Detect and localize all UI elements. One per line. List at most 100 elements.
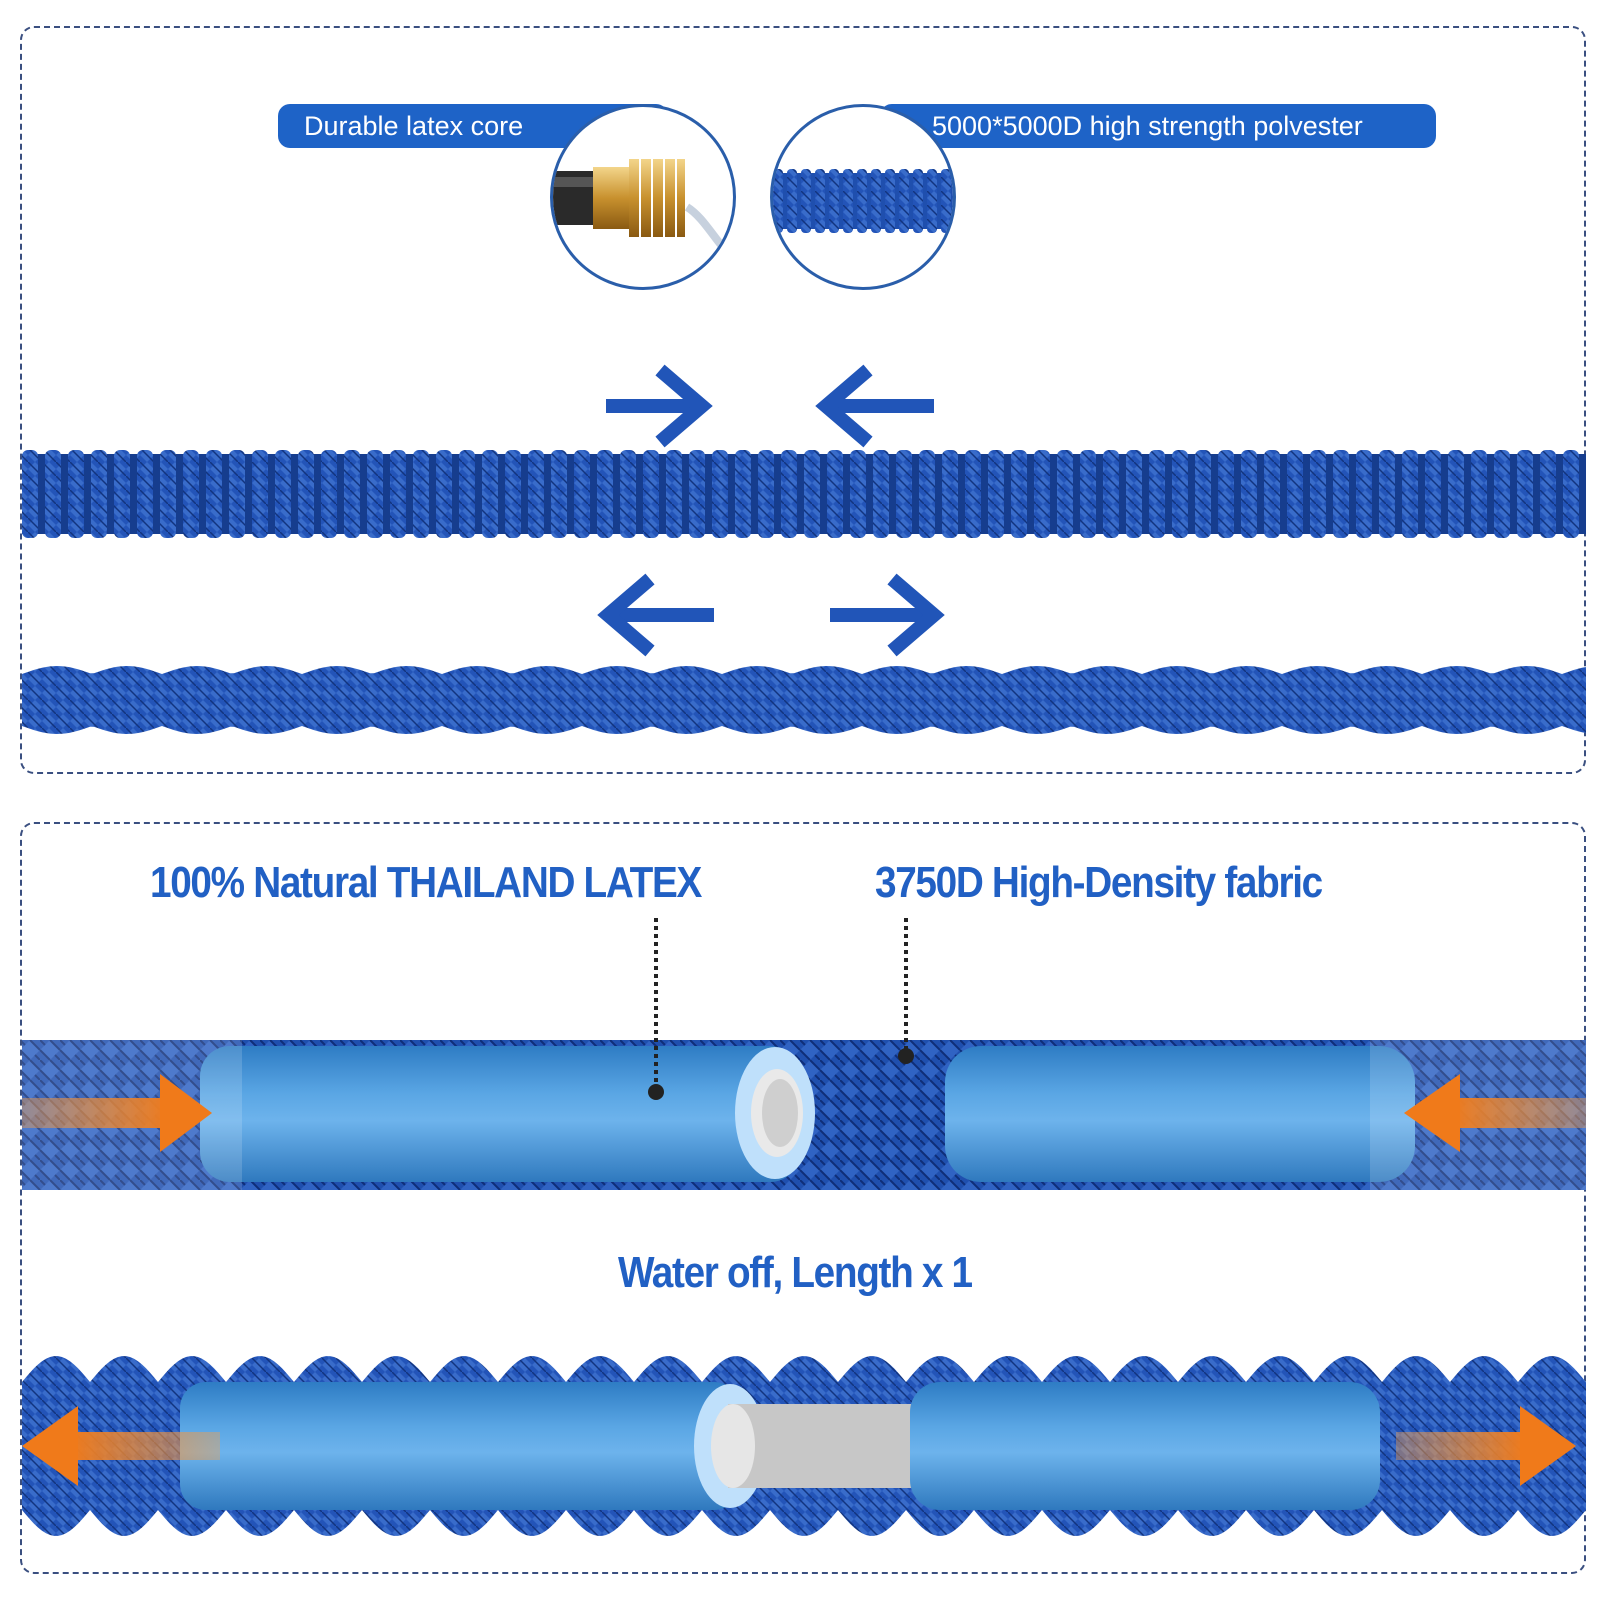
hose-rib — [919, 450, 935, 538]
hose-rib — [1218, 450, 1234, 538]
hose-rib — [68, 450, 84, 538]
leader-latex — [648, 918, 664, 1100]
hose-rib — [1126, 450, 1142, 538]
hose-rib — [1517, 450, 1533, 538]
hose-rib — [1333, 450, 1349, 538]
hose-rib — [206, 450, 222, 538]
label-natural-latex: 100% Natural THAILAND LATEX — [150, 858, 702, 907]
hose-rib — [712, 450, 728, 538]
hose-rib — [1356, 450, 1372, 538]
hose-rib — [827, 450, 843, 538]
hose-rib — [1264, 450, 1280, 538]
orange-arrow-icon-left — [1404, 1074, 1586, 1152]
hose-rib — [367, 450, 383, 538]
orange-arrow-icon-right-2 — [1396, 1406, 1576, 1486]
hose-rib — [666, 450, 682, 538]
latex-core-detail — [550, 104, 736, 290]
hose-rib — [436, 450, 452, 538]
callout-latex-core-text: Durable latex core — [304, 111, 524, 141]
hose-rib — [1402, 450, 1418, 538]
hose-rib — [1494, 450, 1510, 538]
extended-hose — [22, 666, 1586, 734]
hose-rib — [482, 450, 498, 538]
hose-rib — [850, 450, 866, 538]
swatch-rib — [871, 169, 881, 233]
arrow-icon-right-2 — [830, 573, 945, 657]
hose-rib — [896, 450, 912, 538]
hose-rib — [183, 450, 199, 538]
swatch-rib — [773, 169, 783, 233]
hose-rib — [1149, 450, 1165, 538]
hose-rib — [1034, 450, 1050, 538]
hose-rib — [781, 450, 797, 538]
hose-rib — [1310, 450, 1326, 538]
orange-arrow-icon-right — [22, 1074, 212, 1152]
callout-latex-core: Durable latex core — [278, 104, 668, 148]
hose-rib — [873, 450, 889, 538]
hose-rib — [505, 450, 521, 538]
callout-polyester: 5000*5000D high strength polvester — [880, 104, 1436, 148]
hose-rib — [1195, 450, 1211, 538]
hose-rib — [275, 450, 291, 538]
hose-rib — [643, 450, 659, 538]
hose-rib — [942, 450, 958, 538]
swatch-rib — [941, 169, 951, 233]
arrow-icon-right-1 — [606, 364, 713, 448]
hose-rib — [298, 450, 314, 538]
label-water-off: Water off, Length x 1 — [618, 1248, 973, 1297]
hose-rib — [114, 450, 130, 538]
hose-rib — [965, 450, 981, 538]
hose-rib — [252, 450, 268, 538]
hose-rib — [459, 450, 475, 538]
leader-fabric — [898, 918, 914, 1064]
water-off-hose — [22, 1356, 1586, 1536]
orange-arrow-icon-left-2 — [22, 1406, 220, 1486]
hose-rib — [160, 450, 176, 538]
brass-connector-icon — [553, 159, 733, 260]
compressed-hose — [22, 450, 1586, 538]
hose-rib — [344, 450, 360, 538]
label-high-density-fabric: 3750D High-Density fabric — [875, 858, 1323, 907]
hose-rib — [574, 450, 590, 538]
swatch-rib — [899, 169, 909, 233]
hose-rib — [1103, 450, 1119, 538]
swatch-rib — [843, 169, 853, 233]
hose-rib — [137, 450, 153, 538]
callout-polyester-text: 5000*5000D high strength polvester — [932, 111, 1363, 141]
hose-rib — [988, 450, 1004, 538]
hose-rib — [689, 450, 705, 538]
swatch-rib — [857, 169, 867, 233]
polyester-detail — [770, 104, 956, 290]
hose-rib — [390, 450, 406, 538]
hose-rib — [1448, 450, 1464, 538]
hose-rib — [1471, 450, 1487, 538]
swatch-rib — [913, 169, 923, 233]
hose-rib — [321, 450, 337, 538]
swatch-rib — [801, 169, 811, 233]
arrow-icon-left-1 — [815, 364, 934, 448]
hose-rib — [1080, 450, 1096, 538]
hose-rib — [1287, 450, 1303, 538]
hose-rib — [45, 450, 61, 538]
hose-rib — [1241, 450, 1257, 538]
hose-rib — [1379, 450, 1395, 538]
hose-rib — [735, 450, 751, 538]
arrow-icon-left-2 — [597, 573, 714, 657]
hose-rib — [758, 450, 774, 538]
hose-rib — [1540, 450, 1556, 538]
hose-rib — [1563, 450, 1579, 538]
swatch-rib — [927, 169, 937, 233]
hose-rib — [551, 450, 567, 538]
hose-rib — [22, 450, 38, 538]
hose-rib — [413, 450, 429, 538]
hose-rib — [1172, 450, 1188, 538]
fabric-swatch-icon — [773, 169, 953, 233]
hose-rib — [1011, 450, 1027, 538]
swatch-rib — [829, 169, 839, 233]
hose-rib — [620, 450, 636, 538]
swatch-rib — [815, 169, 825, 233]
water-on-hose — [22, 1040, 1586, 1190]
hose-rib — [804, 450, 820, 538]
swatch-rib — [885, 169, 895, 233]
